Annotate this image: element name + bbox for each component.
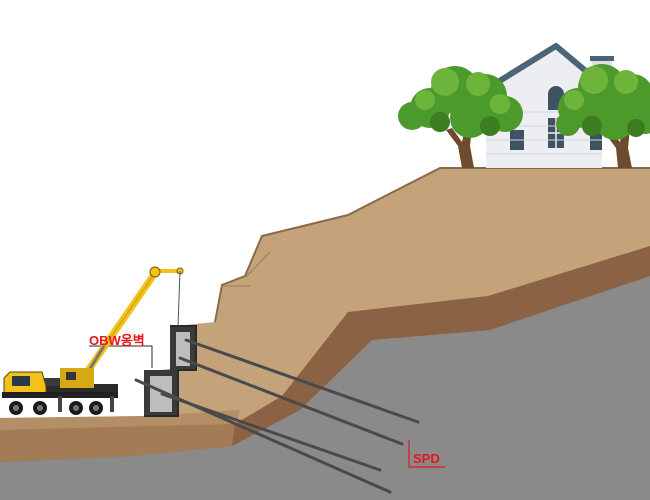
anchor-2: [178, 356, 404, 446]
tree-icon: [398, 66, 523, 168]
obw-wall-label: OBW옹벽: [89, 330, 145, 349]
slope-outline: [214, 167, 650, 323]
crane-truck-icon: [2, 266, 184, 415]
base-soil-layer: [0, 424, 235, 462]
spd-anchor-label-text: SPD: [413, 451, 440, 466]
obw-wall-label-text: OBW옹벽: [89, 333, 145, 348]
tree-icon: [556, 64, 650, 168]
obw-leader: [89, 345, 153, 368]
soil-anchors: [134, 338, 420, 494]
anchor-1: [184, 338, 420, 424]
anchor-4: [134, 378, 392, 494]
spd-anchor-label: SPD: [413, 451, 440, 466]
slope-step-shadow: [222, 251, 271, 287]
spd-leader: [408, 440, 445, 468]
